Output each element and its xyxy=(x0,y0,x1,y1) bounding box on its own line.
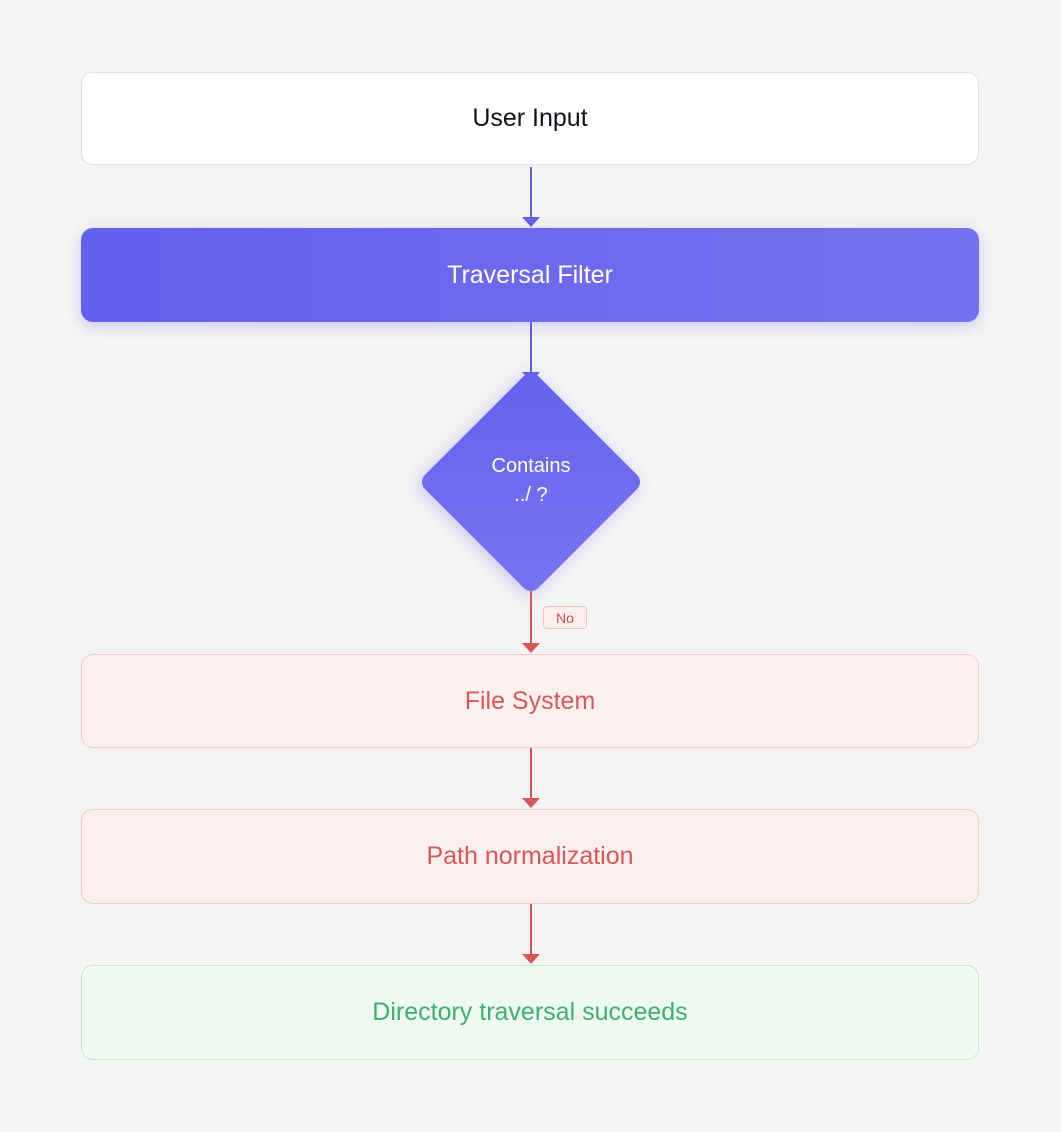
no-edge-label-text: No xyxy=(556,609,574,626)
no-edge-label: No xyxy=(543,606,587,629)
arrowhead-decision-to-fs xyxy=(522,643,540,653)
arrowhead-norm-to-result xyxy=(522,954,540,964)
user-input-node: User Input xyxy=(81,72,979,165)
traversal-filter-node: Traversal Filter xyxy=(81,228,979,322)
path-normalization-label: Path normalization xyxy=(426,842,634,870)
decision-label-line1: Contains xyxy=(491,455,571,477)
user-input-label: User Input xyxy=(472,104,588,132)
decision-label-line2: ../ ? xyxy=(514,484,548,506)
result-node: Directory traversal succeeds xyxy=(81,965,979,1060)
decision-text: Contains ../ ? xyxy=(451,452,611,510)
path-normalization-node: Path normalization xyxy=(81,809,979,904)
result-label: Directory traversal succeeds xyxy=(372,998,688,1026)
arrowhead-fs-to-norm xyxy=(522,798,540,808)
file-system-node: File System xyxy=(81,654,979,748)
traversal-filter-label: Traversal Filter xyxy=(447,260,613,289)
file-system-label: File System xyxy=(464,686,596,715)
arrowhead-input-to-filter xyxy=(522,217,540,227)
